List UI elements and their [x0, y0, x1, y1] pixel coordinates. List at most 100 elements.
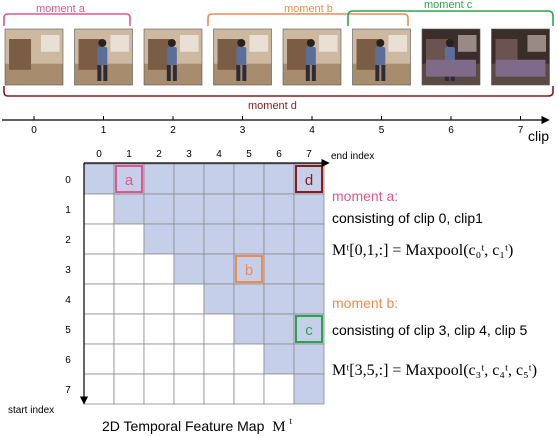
moment-cell-label: a — [125, 172, 134, 189]
timeline-tick-label: 5 — [379, 125, 385, 136]
grid-cell-valid — [143, 223, 175, 255]
grid-cell-empty — [113, 253, 145, 285]
grid-cell-valid — [293, 313, 325, 345]
timeline-tick-label: 6 — [448, 125, 454, 136]
label-moment-b: moment b — [284, 3, 333, 15]
moment-cell-d: d — [295, 165, 323, 193]
grid-cell-empty — [143, 373, 175, 405]
moment-b-desc: consisting of clip 3, clip 4, clip 5 — [332, 322, 528, 338]
grid-cell-empty — [143, 253, 175, 285]
grid-cell-empty — [143, 283, 175, 315]
bracket-moment-d: moment d — [3, 86, 554, 112]
start-index-tick: 5 — [65, 325, 71, 336]
start-index-tick: 7 — [65, 385, 71, 396]
grid-cell-empty — [83, 283, 115, 315]
bracket-moment-c: moment c — [347, 0, 554, 26]
feature-map-caption: 2D Temporal Feature Map M t — [102, 416, 293, 435]
grid-cell-empty — [173, 313, 205, 345]
annotation-moment-a: moment a: consisting of clip 0, clip1 Mᵗ… — [332, 188, 513, 259]
grid-cell-empty — [113, 373, 145, 405]
grid-cell-empty — [83, 253, 115, 285]
grid-cell-empty — [83, 223, 115, 255]
start-index-tick: 4 — [65, 295, 71, 306]
end-index-tick: 4 — [216, 149, 222, 160]
grid-cell-valid — [203, 283, 235, 315]
grid-cell-valid — [293, 373, 325, 405]
video-frame — [491, 28, 550, 86]
start-index-tick: 0 — [65, 175, 71, 186]
end-index-tick: 7 — [306, 149, 312, 160]
start-index-tick: 3 — [65, 265, 71, 276]
video-frame — [421, 28, 481, 86]
grid-cell-empty — [113, 223, 145, 255]
clip-axis-label: clip — [528, 128, 549, 144]
start-index-tick: 2 — [65, 235, 71, 246]
end-index-tick: 3 — [186, 149, 192, 160]
bracket-moment-a: moment a — [3, 3, 131, 26]
grid-cell-empty — [173, 283, 205, 315]
grid-cell-empty — [203, 373, 235, 405]
grid-cell-empty — [83, 373, 115, 405]
video-frames — [4, 28, 550, 86]
grid-cell-valid — [203, 193, 235, 225]
clip-timeline: clip 0 1 2 3 4 5 6 7 — [2, 115, 550, 144]
grid-cell-valid — [143, 193, 175, 225]
video-frame — [352, 28, 411, 86]
video-frame — [4, 28, 64, 86]
annotation-moment-b: moment b: consisting of clip 3, clip 4, … — [332, 295, 537, 379]
moment-cell-c: c — [295, 315, 323, 343]
moment-b-formula: Mᵗ[3,5,:] = Maxpool(c₃ᵗ, c₄ᵗ, c₅ᵗ) — [332, 362, 537, 379]
grid-cell-valid — [83, 163, 115, 195]
grid-cell-valid — [293, 223, 325, 255]
grid-cell-valid — [263, 253, 295, 285]
grid-cell-valid — [173, 193, 205, 225]
grid-cell-valid — [203, 253, 235, 285]
moment-cell-label: d — [305, 172, 313, 189]
grid-cell-valid — [293, 283, 325, 315]
timeline-tick-label: 4 — [309, 125, 315, 136]
grid-cell-valid — [263, 313, 295, 345]
grid-cell-empty — [203, 343, 235, 375]
video-frame — [213, 28, 272, 86]
video-frame — [143, 28, 203, 86]
end-index-tick: 5 — [246, 149, 252, 160]
grid-cell-empty — [143, 313, 175, 345]
grid-cell-empty — [233, 343, 265, 375]
grid-cell-valid — [293, 193, 325, 225]
grid-cell-valid — [293, 253, 325, 285]
video-frame — [282, 28, 342, 86]
timeline-tick-label: 2 — [170, 125, 176, 136]
grid-cell-valid — [233, 283, 265, 315]
moment-a-formula: Mᵗ[0,1,:] = Maxpool(c₀ᵗ, c₁ᵗ) — [332, 242, 513, 259]
end-index-label: end index — [331, 151, 374, 162]
grid-cell-valid — [173, 253, 205, 285]
grid-cell-valid — [233, 193, 265, 225]
end-index-tick: 2 — [156, 149, 162, 160]
start-index-label: start index — [8, 405, 54, 416]
end-index-tick: 6 — [276, 149, 282, 160]
end-index-tick: 1 — [126, 149, 132, 160]
timeline-tick-label: 1 — [101, 125, 107, 136]
caption-sup: t — [290, 416, 293, 426]
moment-b-title: moment b: — [332, 295, 398, 311]
grid-cell-valid — [173, 223, 205, 255]
grid-cell-valid — [203, 163, 235, 195]
grid-cell-empty — [83, 193, 115, 225]
grid-cell-valid — [173, 163, 205, 195]
timeline-tick-label: 7 — [518, 125, 524, 136]
moment-cell-label: c — [305, 322, 313, 339]
grid-cell-empty — [113, 283, 145, 315]
timeline-tick-label: 0 — [31, 125, 37, 136]
grid-cell-valid — [263, 283, 295, 315]
grid-cell-valid — [263, 343, 295, 375]
grid-cell-valid — [293, 343, 325, 375]
grid-cell-valid — [143, 163, 175, 195]
video-frame — [74, 28, 133, 86]
moment-a-title: moment a: — [332, 188, 398, 204]
grid-cell-valid — [233, 253, 265, 285]
grid-cell-empty — [173, 343, 205, 375]
timeline-tick-label: 3 — [240, 125, 246, 136]
label-moment-d: moment d — [248, 100, 297, 112]
caption-symbol: M — [272, 419, 285, 435]
